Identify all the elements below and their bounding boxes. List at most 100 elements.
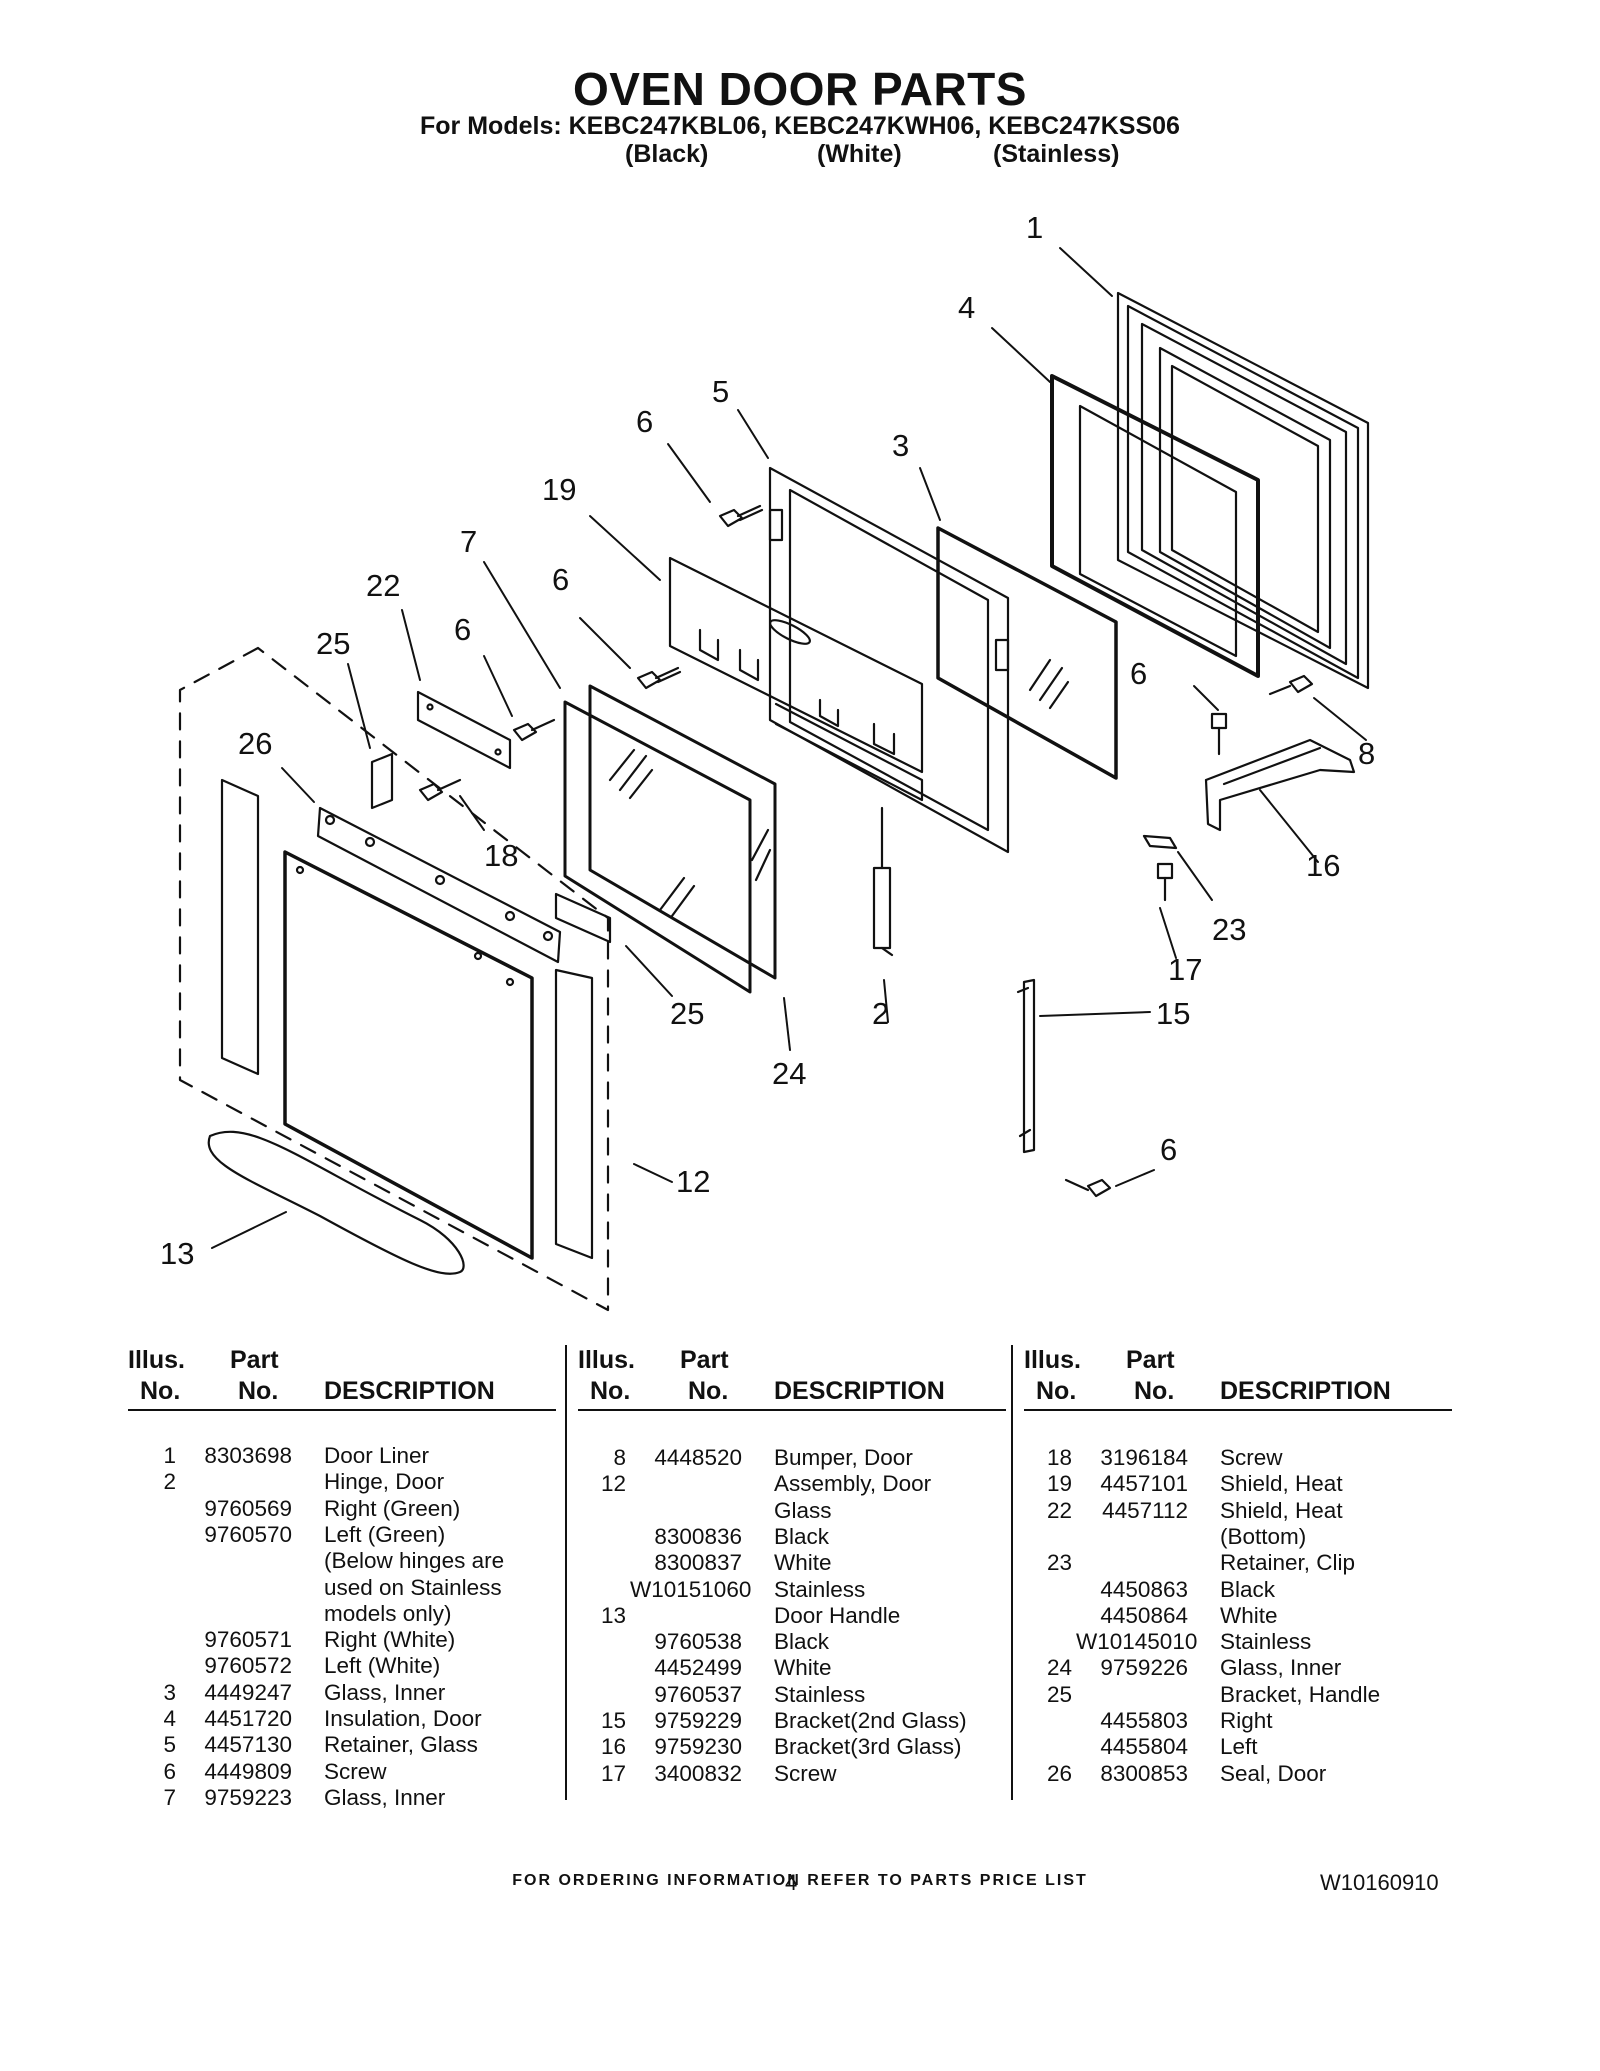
description-header: DESCRIPTION xyxy=(774,1377,945,1405)
part-description: Hinge, Door xyxy=(324,1469,445,1495)
part-description: Screw xyxy=(774,1760,837,1786)
illus-number: 6 xyxy=(163,1758,176,1784)
part-number: 4457101 xyxy=(1100,1471,1188,1497)
door-glass-assembly-part xyxy=(178,646,610,1312)
callout-4: 4 xyxy=(958,290,975,325)
illus-number: 7 xyxy=(163,1784,176,1810)
bracket-3rd-glass-part xyxy=(1204,738,1356,832)
part-description: White xyxy=(774,1550,832,1576)
part-number: 9759229 xyxy=(654,1708,742,1733)
illus-number: 15 xyxy=(600,1708,626,1733)
part-number: 4450863 xyxy=(1100,1576,1188,1602)
part-description: Right xyxy=(1220,1708,1273,1733)
part-description: Glass xyxy=(774,1497,832,1523)
illus-number: 12 xyxy=(600,1471,626,1497)
part-number: 9760538 xyxy=(654,1629,742,1655)
part-number: 9760570 xyxy=(204,1521,292,1547)
illus-number: 16 xyxy=(600,1734,626,1760)
part-no-header: No. xyxy=(1134,1377,1175,1405)
part-description: Right (White) xyxy=(324,1627,456,1653)
part-number: 9760571 xyxy=(204,1627,292,1653)
part-number: 9759226 xyxy=(1100,1655,1188,1681)
part-no-header: No. xyxy=(238,1377,279,1405)
part-description: Stainless xyxy=(774,1681,866,1707)
part-description: Left (Green) xyxy=(324,1521,446,1547)
clip-retainer-part xyxy=(1142,834,1178,850)
door-seal-part xyxy=(316,806,562,964)
callout-3: 3 xyxy=(892,428,909,463)
part-description: Black xyxy=(774,1523,830,1549)
color-white: (White) xyxy=(817,140,902,168)
part-number: 9760569 xyxy=(204,1495,292,1521)
part-description: Left xyxy=(1220,1734,1258,1760)
illus-number: 25 xyxy=(1046,1681,1072,1707)
callout-6d: 6 xyxy=(1130,656,1147,691)
illus-number: 19 xyxy=(1046,1471,1072,1497)
part-number: 4457130 xyxy=(204,1732,292,1758)
handle-bracket-part xyxy=(370,752,612,944)
part-number: 8300853 xyxy=(1100,1760,1188,1786)
ordering-note: FOR ORDERING INFORMATION REFER TO PARTS … xyxy=(512,1872,1088,1889)
bracket-2nd-glass-part xyxy=(1016,978,1036,1154)
callout-18: 18 xyxy=(484,838,518,873)
callout-25a: 25 xyxy=(316,626,350,661)
part-number: 4451720 xyxy=(204,1706,292,1731)
illus-number: 18 xyxy=(1046,1445,1072,1470)
illus-number: 23 xyxy=(1046,1550,1072,1576)
part-description: models only) xyxy=(324,1600,452,1626)
color-black: (Black) xyxy=(625,140,709,168)
illus-number: 13 xyxy=(600,1602,626,1628)
page-number: 4 xyxy=(785,1870,798,1895)
side-trim-right xyxy=(554,968,594,1260)
callout-8: 8 xyxy=(1358,736,1375,771)
part-description: Door Liner xyxy=(324,1443,430,1468)
exploded-parts-diagram: 1 4 5 6 3 19 7 6 22 6 25 26 18 25 24 2 1… xyxy=(160,210,1375,1312)
header-rule xyxy=(128,1409,556,1411)
part-description: Bracket, Handle xyxy=(1220,1681,1381,1707)
part-number: W10151060 xyxy=(630,1576,752,1602)
callout-12: 12 xyxy=(676,1164,710,1199)
callout-19: 19 xyxy=(542,472,576,507)
part-description: Retainer, Clip xyxy=(1220,1550,1356,1576)
part-number: 4448520 xyxy=(654,1445,742,1470)
door-hinge-part xyxy=(872,806,894,957)
callout-26: 26 xyxy=(238,726,272,761)
illus-no-header: No. xyxy=(1036,1377,1077,1405)
part-number: 4457112 xyxy=(1102,1497,1188,1523)
column-divider xyxy=(1011,1345,1013,1800)
callout-25b: 25 xyxy=(670,996,704,1031)
part-description: Glass, Inner xyxy=(324,1784,446,1810)
part-description: Screw xyxy=(324,1758,387,1784)
part-description: White xyxy=(774,1655,832,1681)
illus-number: 3 xyxy=(163,1679,176,1705)
illus-number: 24 xyxy=(1046,1655,1072,1681)
part-number: 9759230 xyxy=(654,1734,742,1760)
header-rule xyxy=(1024,1409,1452,1411)
model-list: For Models: KEBC247KBL06, KEBC247KWH06, … xyxy=(420,112,1180,140)
part-number: 4455804 xyxy=(1100,1734,1188,1760)
callout-24: 24 xyxy=(772,1056,806,1091)
door-liner-part xyxy=(1116,291,1370,690)
door-handle-part xyxy=(207,1130,465,1275)
part-number: 4449809 xyxy=(204,1758,292,1784)
part-description: Black xyxy=(774,1629,830,1655)
inner-glass-3-part xyxy=(936,526,1118,780)
callout-1: 1 xyxy=(1026,210,1043,245)
outer-glass-part xyxy=(283,850,534,1260)
part-description: Shield, Heat xyxy=(1220,1497,1343,1523)
part-description: Bracket(2nd Glass) xyxy=(774,1708,967,1733)
part-description: Right (Green) xyxy=(324,1495,461,1521)
part-number: 9760572 xyxy=(204,1653,292,1679)
part-description: (Bottom) xyxy=(1220,1523,1307,1549)
illus-header: Illus. xyxy=(1024,1346,1081,1374)
side-trim-left xyxy=(220,778,260,1076)
callout-6c: 6 xyxy=(454,612,471,647)
callout-22: 22 xyxy=(366,568,400,603)
part-description: Retainer, Glass xyxy=(324,1732,478,1758)
callout-23: 23 xyxy=(1212,912,1246,947)
bottom-heat-shield-part xyxy=(416,690,512,770)
callout-16: 16 xyxy=(1306,848,1340,883)
illus-header: Illus. xyxy=(128,1346,185,1374)
part-description: Glass, Inner xyxy=(1220,1655,1342,1681)
illus-number: 2 xyxy=(163,1469,176,1495)
